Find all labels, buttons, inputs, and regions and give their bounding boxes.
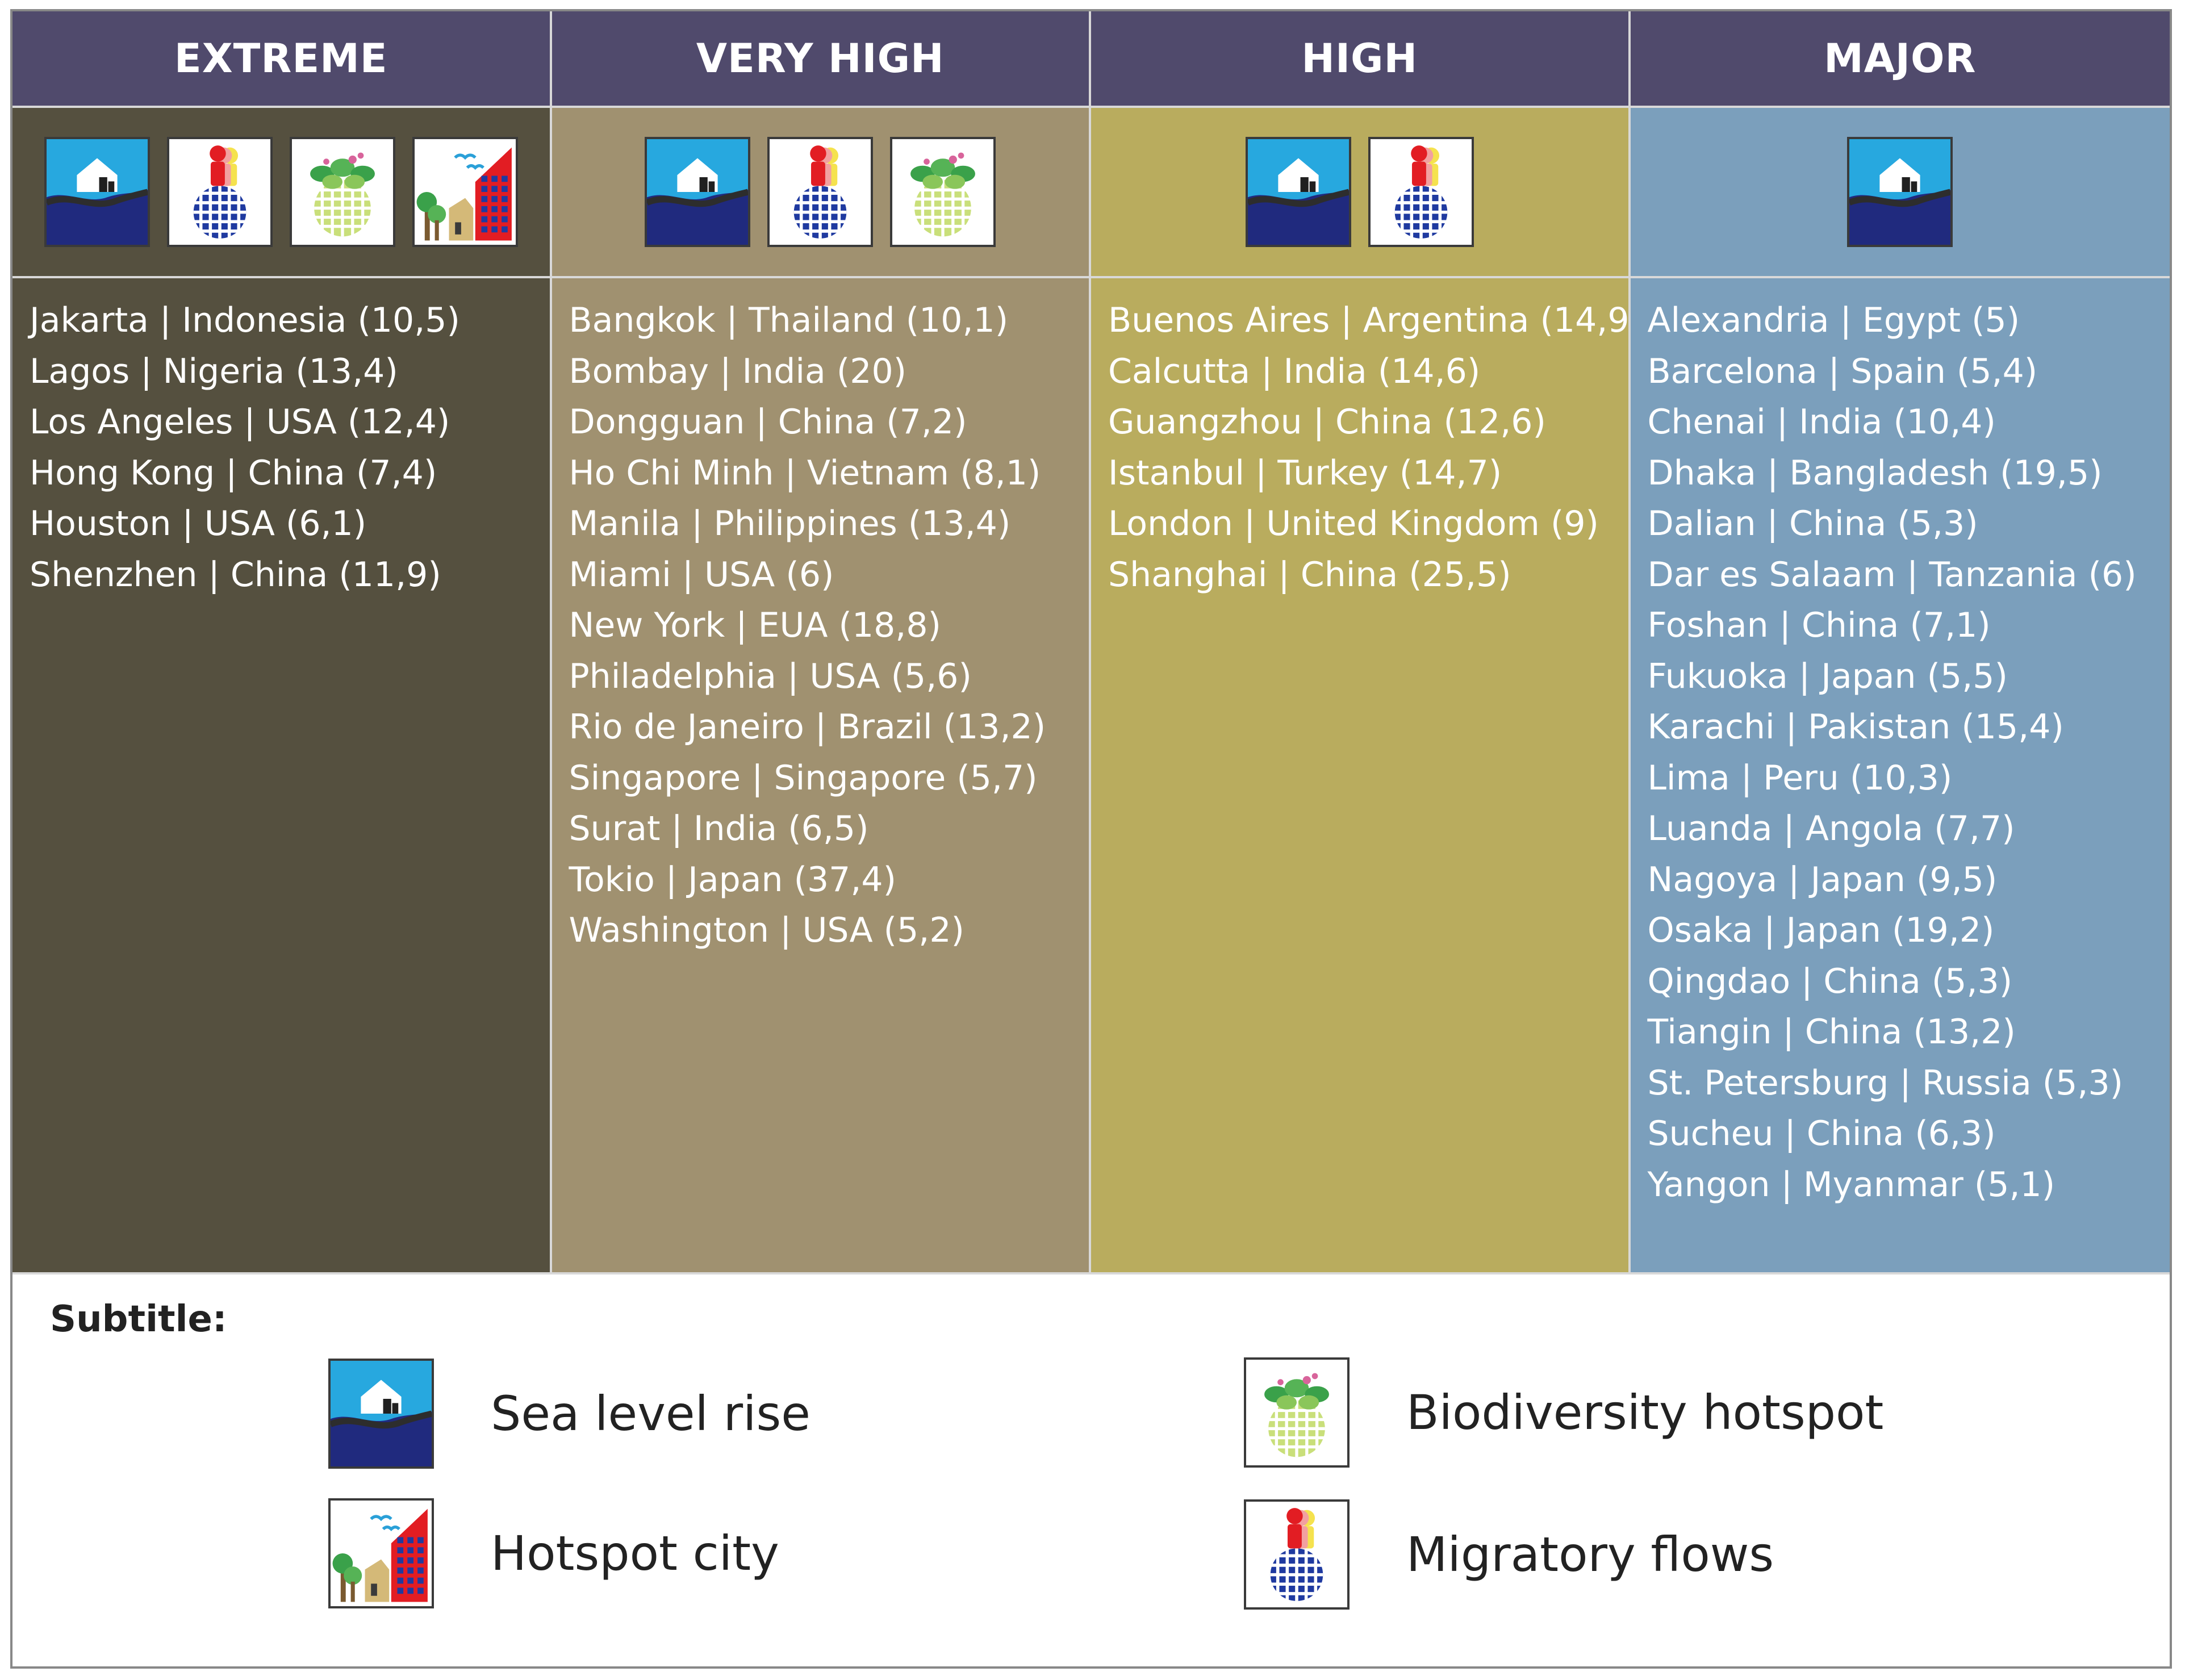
city-item: Philadelphia | USA (5,6) — [569, 656, 972, 696]
column-header-major: MAJOR — [1630, 11, 2170, 106]
column-header-very-high: VERY HIGH — [552, 11, 1089, 106]
risk-columns: EXTREME — [12, 11, 2170, 1272]
icon-row-major — [1630, 106, 2170, 278]
risk-table-frame: EXTREME — [10, 9, 2172, 1669]
column-extreme: EXTREME — [12, 11, 552, 1272]
city-list-high: Buenos Aires | Argentina (14,9) Calcutta … — [1091, 278, 1643, 600]
migratory-flows-icon — [1368, 137, 1474, 247]
city-item: Chenai | India (10,4) — [1647, 402, 1996, 442]
column-very-high: VERY HIGH — [552, 11, 1091, 1272]
city-item: Shanghai | China (25,5) — [1108, 554, 1511, 595]
migratory-flows-icon — [166, 137, 273, 247]
city-item: Foshan | China (7,1) — [1647, 605, 1991, 645]
city-item: Guangzhou | China (12,6) — [1108, 402, 1546, 442]
city-item: Washington | USA (5,2) — [569, 910, 964, 950]
city-list-very-high: Bangkok | Thailand (10,1) Bombay | India … — [552, 278, 1089, 956]
biodiversity-hotspot-icon — [1244, 1357, 1350, 1468]
legend-item-migratory-flows: Migratory flows — [1244, 1499, 1774, 1610]
city-item: Barcelona | Spain (5,4) — [1647, 351, 2038, 391]
legend-title: Subtitle: — [50, 1298, 227, 1340]
legend-label: Migratory flows — [1406, 1527, 1774, 1582]
city-item: Dar es Salaam | Tanzania (6) — [1647, 554, 2137, 595]
city-item: Houston | USA (6,1) — [30, 504, 367, 544]
city-item: Sucheu | China (6,3) — [1647, 1114, 1996, 1154]
migratory-flows-icon — [767, 137, 874, 247]
legend-label: Biodiversity hotspot — [1406, 1385, 1884, 1440]
city-list-extreme: Jakarta | Indonesia (10,5) Lagos | Nigeri… — [12, 278, 550, 600]
city-item: Alexandria | Egypt (5) — [1647, 300, 2020, 340]
city-item: Rio de Janeiro | Brazil (13,2) — [569, 707, 1046, 747]
city-item: Bombay | India (20) — [569, 351, 907, 391]
column-major: MAJOR Alexandria | Egypt (5) Barcelona | … — [1630, 11, 2170, 1272]
icon-row-very-high — [552, 106, 1089, 278]
city-list-major: Alexandria | Egypt (5) Barcelona | Spain … — [1631, 278, 2170, 1210]
city-item: Lima | Peru (10,3) — [1647, 758, 1953, 798]
column-header-extreme: EXTREME — [12, 11, 550, 106]
hotspot-city-icon — [412, 137, 518, 247]
city-item: Surat | India (6,5) — [569, 809, 869, 849]
city-item: Jakarta | Indonesia (10,5) — [30, 300, 460, 340]
sea-level-rise-icon — [328, 1359, 434, 1469]
city-item: London | United Kingdom (9) — [1108, 504, 1599, 544]
city-item: Yangon | Myanmar (5,1) — [1647, 1164, 2056, 1205]
icon-row-extreme — [12, 106, 550, 278]
icon-row-high — [1091, 106, 1628, 278]
city-item: Singapore | Singapore (5,7) — [569, 758, 1038, 798]
legend-item-sea-level-rise: Sea level rise — [328, 1359, 811, 1469]
legend: Subtitle: Sea level rise Bio — [12, 1272, 2170, 1666]
sea-level-rise-icon — [1847, 137, 1953, 247]
city-item: Miami | USA (6) — [569, 554, 834, 595]
legend-item-biodiversity-hotspot: Biodiversity hotspot — [1244, 1357, 1883, 1468]
legend-label: Hotspot city — [491, 1526, 779, 1581]
city-item: Qingdao | China (5,3) — [1647, 961, 2013, 1001]
city-item: Luanda | Angola (7,7) — [1647, 809, 2015, 849]
sea-level-rise-icon — [645, 137, 751, 247]
city-item: Dhaka | Bangladesh (19,5) — [1647, 453, 2103, 493]
sea-level-rise-icon — [1245, 137, 1351, 247]
city-item: Tokio | Japan (37,4) — [569, 859, 896, 900]
migratory-flows-icon — [1244, 1499, 1350, 1610]
city-item: Los Angeles | USA (12,4) — [30, 402, 450, 442]
city-item: Lagos | Nigeria (13,4) — [30, 351, 398, 391]
city-item: Nagoya | Japan (9,5) — [1647, 859, 1998, 900]
sea-level-rise-icon — [44, 137, 150, 247]
city-item: Shenzhen | China (11,9) — [30, 554, 441, 595]
city-item: Calcutta | India (14,6) — [1108, 351, 1481, 391]
city-item: New York | EUA (18,8) — [569, 605, 941, 645]
city-item: Hong Kong | China (7,4) — [30, 453, 437, 493]
city-item: Dalian | China (5,3) — [1647, 504, 1978, 544]
city-item: Osaka | Japan (19,2) — [1647, 910, 1995, 950]
city-item: Istanbul | Turkey (14,7) — [1108, 453, 1502, 493]
city-item: Bangkok | Thailand (10,1) — [569, 300, 1009, 340]
city-item: Buenos Aires | Argentina (14,9) — [1108, 300, 1643, 340]
legend-item-hotspot-city: Hotspot city — [328, 1498, 779, 1608]
legend-label: Sea level rise — [491, 1386, 811, 1441]
city-item: Fukuoka | Japan (5,5) — [1647, 656, 2008, 696]
city-item: Ho Chi Minh | Vietnam (8,1) — [569, 453, 1041, 493]
city-item: Manila | Philippines (13,4) — [569, 504, 1011, 544]
city-item: Karachi | Pakistan (15,4) — [1647, 707, 2064, 747]
biodiversity-hotspot-icon — [890, 137, 996, 247]
biodiversity-hotspot-icon — [289, 137, 395, 247]
hotspot-city-icon — [328, 1498, 434, 1608]
city-item: St. Petersburg | Russia (5,3) — [1647, 1063, 2124, 1103]
column-high: HIGH Buenos Aires | Argentina (14,9) Calc… — [1091, 11, 1643, 1272]
city-item: Tiangin | China (13,2) — [1647, 1012, 2016, 1052]
city-item: Dongguan | China (7,2) — [569, 402, 967, 442]
column-header-high: HIGH — [1091, 11, 1628, 106]
